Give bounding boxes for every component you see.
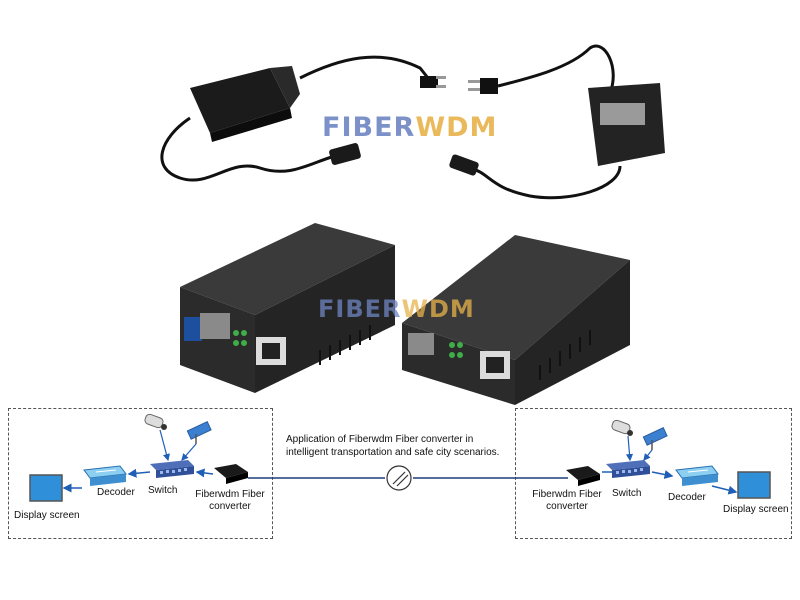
right-media-converter [402,235,630,405]
right-fiber-converter-icon [566,466,600,486]
watermark-logo-2: FIBERWDM [318,295,475,323]
left-decoder-icon [83,465,127,486]
left-decoder-label: Decoder [97,487,135,498]
fiber-link [248,465,568,491]
left-site-box [8,408,273,539]
left-converter-label: Fiberwdm Fiber converter [195,489,265,512]
watermark-wdm-text-2: WDM [401,295,475,323]
right-power-adapter [449,44,665,200]
right-camera-icons [611,419,668,462]
watermark-wdm-text: WDM [415,112,498,143]
application-description: Application of Fiberwdm Fiber converter … [286,434,500,458]
left-camera-icons [144,413,212,462]
media-converters-image [180,223,630,405]
right-converter-label: Fiberwdm Fiber converter [532,489,602,512]
right-display-screen-icon [737,471,771,499]
left-media-converter [180,223,395,393]
left-display-screen-icon [29,474,63,502]
left-display-screen-label: Display screen [14,510,80,521]
watermark-logo: FIBERWDM [322,112,497,143]
left-power-adapter [160,55,446,182]
right-decoder-label: Decoder [668,492,706,503]
right-decoder-icon [675,465,719,486]
right-display-screen-label: Display screen [723,504,789,515]
right-switch-label: Switch [612,488,642,499]
network-diagram [29,413,771,502]
left-switch-icon [150,460,194,478]
watermark-fiber-text-2: FIBER [318,295,402,323]
left-switch-label: Switch [148,485,178,496]
right-switch-icon [606,460,650,478]
power-adapters-image [160,44,665,200]
right-site-box [515,408,792,539]
watermark-fiber-text: FIBER [322,112,416,143]
left-fiber-converter-icon [214,464,248,484]
